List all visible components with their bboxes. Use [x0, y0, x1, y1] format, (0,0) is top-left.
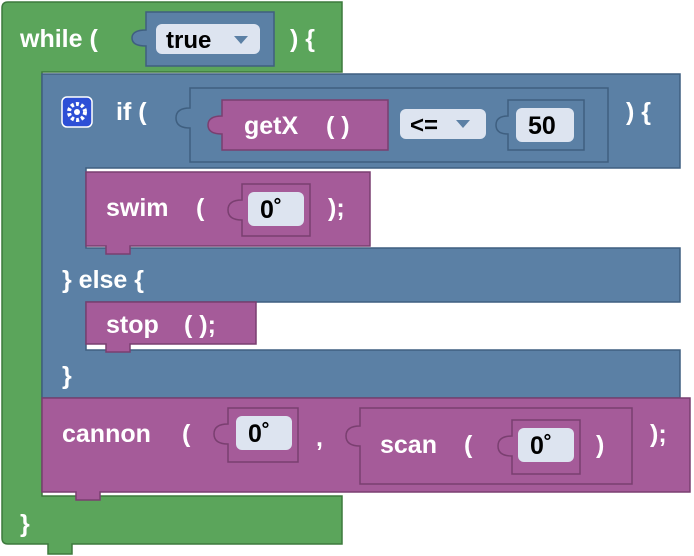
cannon-angle-field[interactable]: 0˚ [213, 407, 299, 463]
if-close: ) { [626, 98, 651, 126]
number-block[interactable]: 50 [495, 99, 585, 151]
cannon-close: ); [650, 420, 667, 448]
operator-dropdown[interactable]: <= [400, 109, 486, 139]
if-else-block[interactable]: if ( getX ( ) <= 50 ) { [41, 73, 681, 399]
swim-open-paren: ( [196, 194, 205, 222]
dropdown-arrow-icon [456, 120, 470, 128]
scan-close-paren: ) [596, 431, 604, 459]
scan-block[interactable]: scan ( 0˚ ) [345, 407, 633, 485]
while-block-body[interactable] [1, 1, 343, 555]
number-value[interactable]: 50 [528, 112, 556, 140]
scan-angle-value[interactable]: 0˚ [530, 432, 552, 460]
swim-angle-value[interactable]: 0˚ [260, 196, 282, 224]
getx-block[interactable]: getX ( ) [207, 99, 389, 151]
cannon-open-paren: ( [182, 420, 191, 448]
swim-close: ); [328, 194, 345, 222]
stop-block-body[interactable] [85, 301, 257, 353]
stop-parens: ( ); [184, 311, 216, 339]
while-condition-value: true [166, 27, 211, 54]
while-condition-dropdown[interactable]: true [156, 24, 260, 54]
swim-block[interactable]: swim ( 0˚ ); [85, 171, 371, 255]
compare-block[interactable]: getX ( ) <= 50 [175, 87, 609, 163]
getx-block-body[interactable] [207, 99, 389, 151]
getx-label: getX [244, 112, 299, 140]
swim-label: swim [106, 194, 169, 222]
stop-label: stop [106, 311, 159, 339]
gear-icon[interactable] [61, 96, 93, 128]
else-label: } else { [62, 266, 144, 294]
if-keyword: if ( [116, 98, 147, 126]
cannon-label: cannon [62, 420, 151, 448]
while-close: ) { [290, 25, 315, 53]
if-end: } [62, 362, 72, 390]
scan-angle-field[interactable]: 0˚ [497, 419, 581, 475]
cannon-block[interactable]: cannon ( 0˚ , scan ( 0˚ ) ); [41, 397, 691, 501]
scan-open-paren: ( [464, 431, 473, 459]
while-keyword: while ( [19, 25, 98, 53]
scan-label: scan [380, 431, 437, 459]
swim-angle-field[interactable]: 0˚ [227, 183, 311, 237]
getx-parens: ( ) [326, 112, 350, 140]
stop-block[interactable]: stop ( ); [85, 301, 257, 353]
cannon-angle-value[interactable]: 0˚ [248, 420, 270, 448]
dropdown-arrow-icon [234, 36, 248, 44]
operator-value: <= [410, 112, 438, 139]
while-block[interactable]: while ( true ) { } [1, 1, 343, 555]
cannon-comma: , [316, 424, 323, 452]
while-end: } [20, 510, 30, 538]
